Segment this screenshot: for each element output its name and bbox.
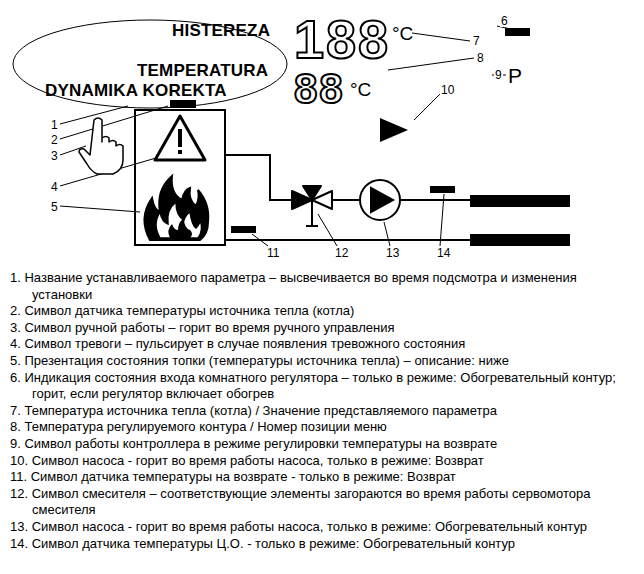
parameter-name: TEMPERATURA — [137, 62, 268, 79]
flame-symbol — [168, 218, 192, 238]
indicator-bar — [231, 226, 256, 233]
callout-number: 5 — [50, 201, 59, 213]
mixer-valve — [306, 225, 318, 227]
list-item: 5. Презентация состояния топки (температ… — [10, 353, 630, 370]
temperature-digits: 188 — [294, 12, 390, 66]
alarm-triangle — [155, 116, 205, 160]
callout-number: 2 — [50, 134, 59, 146]
leader-line — [440, 194, 444, 246]
list-item: 2. Символ датчика температуры источника … — [10, 303, 630, 320]
callout-number: 14 — [436, 247, 451, 259]
return-arrow — [380, 118, 408, 142]
list-item: 3. Символ ручной работы – горит во время… — [10, 320, 630, 337]
pump-symbol — [371, 188, 393, 212]
callout-number: 7 — [472, 35, 481, 47]
unit-label: °C — [392, 24, 413, 43]
callout-number: 6 — [500, 15, 509, 27]
callout-number: 1 — [50, 119, 59, 131]
callout-number: 4 — [50, 181, 59, 193]
list-item: 8. Температура регулируемого контура / Н… — [10, 419, 630, 436]
pipe-line — [332, 199, 360, 201]
leader-line — [318, 214, 337, 246]
list-item: 12. Символ смесителя – соответствующие э… — [10, 486, 630, 519]
alarm-triangle — [155, 116, 205, 160]
mixer-valve — [311, 200, 313, 226]
parameter-name: HISTEREZA — [172, 22, 270, 39]
callout-number: 8 — [476, 52, 485, 64]
leader-line — [388, 58, 474, 70]
list-item: 11. Символ датчика температуры на возвра… — [10, 469, 630, 486]
callout-number: 12 — [334, 247, 349, 259]
indicator-bar — [430, 186, 455, 193]
list-item: 13. Символ насоса - горит во время работ… — [10, 519, 630, 536]
callout-number: 9 — [494, 69, 503, 81]
heating-circuit-bar — [470, 234, 570, 246]
heating-circuit-bar — [470, 195, 570, 207]
hand-symbol — [79, 118, 123, 174]
alarm-triangle — [178, 150, 182, 154]
mode-symbol: P — [508, 65, 522, 86]
pipe-line — [225, 155, 292, 200]
callout-number: 11 — [266, 247, 280, 259]
pump-symbol — [360, 180, 400, 220]
list-item: 1. Название устанавливаемого параметра –… — [10, 270, 630, 303]
callout-number: 3 — [50, 150, 59, 162]
hand-symbol — [79, 118, 123, 174]
pipe-line — [225, 239, 470, 241]
pipe-line — [400, 199, 470, 201]
leader-line — [60, 206, 140, 212]
pump-symbol — [360, 180, 400, 220]
callout-number: 10 — [440, 84, 455, 96]
return-arrow — [380, 118, 408, 142]
list-item: 10. Символ насоса - горит во время работ… — [10, 453, 630, 470]
boiler-box — [135, 110, 225, 245]
leader-line — [60, 26, 524, 246]
flame-symbol — [144, 176, 208, 240]
heating-circuit-bar — [470, 195, 570, 246]
indicator-bar — [170, 100, 196, 108]
list-item: 14. Символ датчика температуры Ц.О. - то… — [10, 536, 630, 553]
pipe-line — [225, 155, 470, 240]
indicator-bar — [505, 28, 530, 36]
leader-line — [384, 222, 390, 246]
leader-line — [414, 94, 440, 120]
alarm-triangle — [178, 129, 182, 147]
flame-symbol — [156, 202, 202, 238]
callout-number: 13 — [385, 247, 400, 259]
temperature-digits: 88 — [294, 68, 345, 110]
parameter-ellipse — [13, 20, 287, 108]
list-item: 9. Символ работы контроллера в режиме ре… — [10, 436, 630, 453]
parameter-name: DYNAMIKA KOREKTA — [45, 82, 227, 99]
mixer-valve — [303, 186, 321, 200]
flame-symbol — [144, 176, 208, 240]
list-item: 7. Температура источника тепла (котла) /… — [10, 403, 630, 420]
leader-line — [412, 33, 470, 41]
mixer-valve — [292, 186, 332, 226]
boiler-box — [135, 110, 225, 245]
list-item: 6. Индикация состояния входа комнатного … — [10, 370, 630, 403]
unit-label: °C — [350, 80, 371, 99]
list-item: 4. Символ тревоги – пульсирует в случае … — [10, 336, 630, 353]
parameter-ellipse — [13, 20, 287, 108]
